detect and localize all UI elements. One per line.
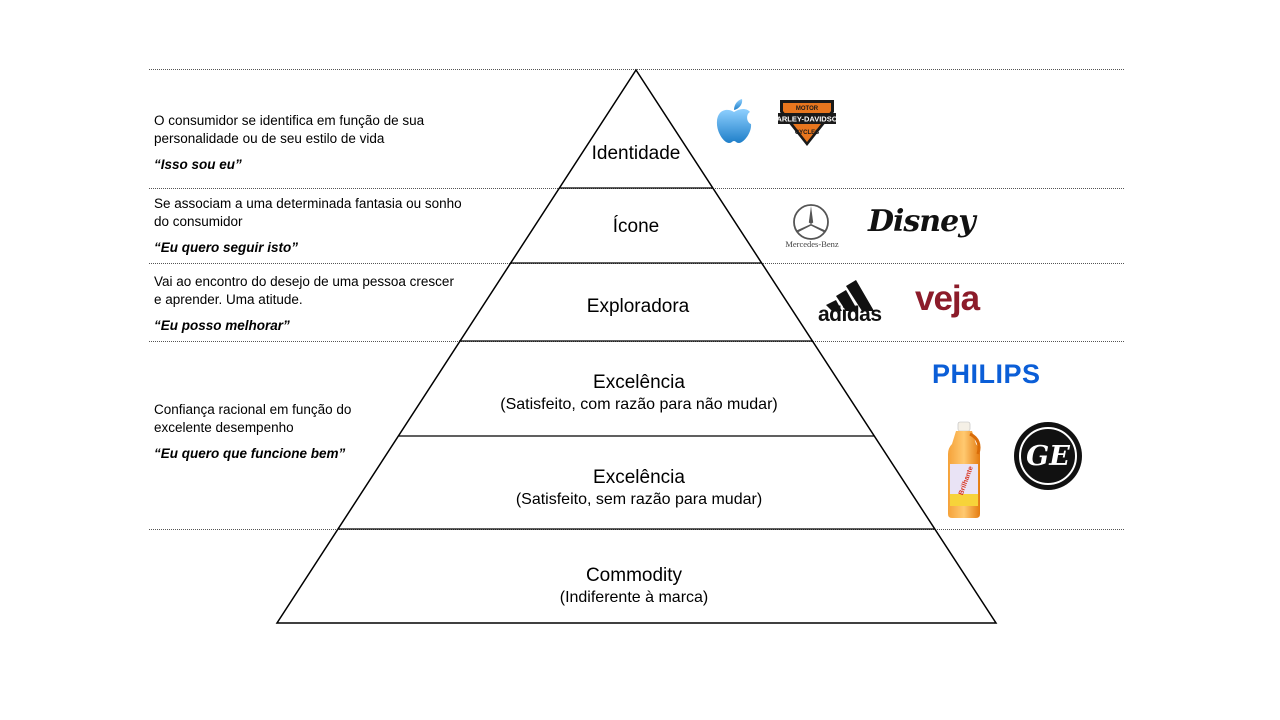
brilhante-bottle-icon: Brilhante [948,421,981,518]
level-excelencia-com-razao: Excelência (Satisfeito, com razão para n… [439,372,839,414]
description-text: Vai ao encontro do desejo de uma pessoa … [154,274,454,307]
harley-davidson-logo-icon: MOTOR HARLEY-DAVIDSON CYCLES [776,100,838,146]
harley-main-text: HARLEY-DAVIDSON [776,115,838,124]
level-title: Commodity [585,565,683,586]
level-title: Exploradora [586,296,690,317]
description-quote: “Eu quero que funcione bem” [154,446,346,461]
ge-monogram-icon: GE [1014,422,1082,490]
level-commodity: Commodity (Indiferente à marca) [439,565,829,607]
description-icone: Se associam a uma determinada fantasia o… [154,195,464,257]
description-quote: “Isso sou eu” [154,157,242,172]
description-identidade: O consumidor se identifica em função de … [154,112,464,174]
disney-wordmark: Disney [868,204,976,239]
philips-wordmark: PHILIPS [932,359,1041,389]
level-title: Ícone [612,216,660,237]
level-subtitle: (Indiferente à marca) [559,588,709,606]
adidas-stripes-icon [826,280,874,311]
harley-bottom-text: CYCLES [795,130,819,136]
description-exploradora: Vai ao encontro do desejo de uma pessoa … [154,273,464,335]
ge-text: GE [1026,441,1070,472]
level-identidade: Identidade [536,143,736,166]
apple-logo-icon [716,99,752,143]
description-text: Se associam a uma determinada fantasia o… [154,196,462,229]
veja-wordmark: veja [915,279,980,318]
level-exploradora: Exploradora [500,296,776,319]
level-title: Excelência [593,372,685,393]
description-quote: “Eu quero seguir isto” [154,240,299,255]
level-excelencia-sem-razao: Excelência (Satisfeito, sem razão para m… [439,467,839,509]
harley-top-text: MOTOR [796,106,819,112]
mercedes-star-icon [793,204,829,240]
level-icone: Ícone [536,216,736,239]
description-excelencia: Confiança racional em função do excelent… [154,401,404,463]
level-subtitle: (Satisfeito, com razão para não mudar) [500,395,778,413]
pyramid-outline [275,68,998,624]
description-text: Confiança racional em função do excelent… [154,402,352,435]
mercedes-wordmark: Mercedes-Benz [785,239,839,249]
adidas-wordmark: adidas [818,303,882,326]
description-text: O consumidor se identifica em função de … [154,113,425,146]
description-quote: “Eu posso melhorar” [154,318,290,333]
level-title: Excelência [593,467,685,488]
level-subtitle: (Satisfeito, sem razão para mudar) [515,490,763,508]
level-title: Identidade [591,143,681,164]
